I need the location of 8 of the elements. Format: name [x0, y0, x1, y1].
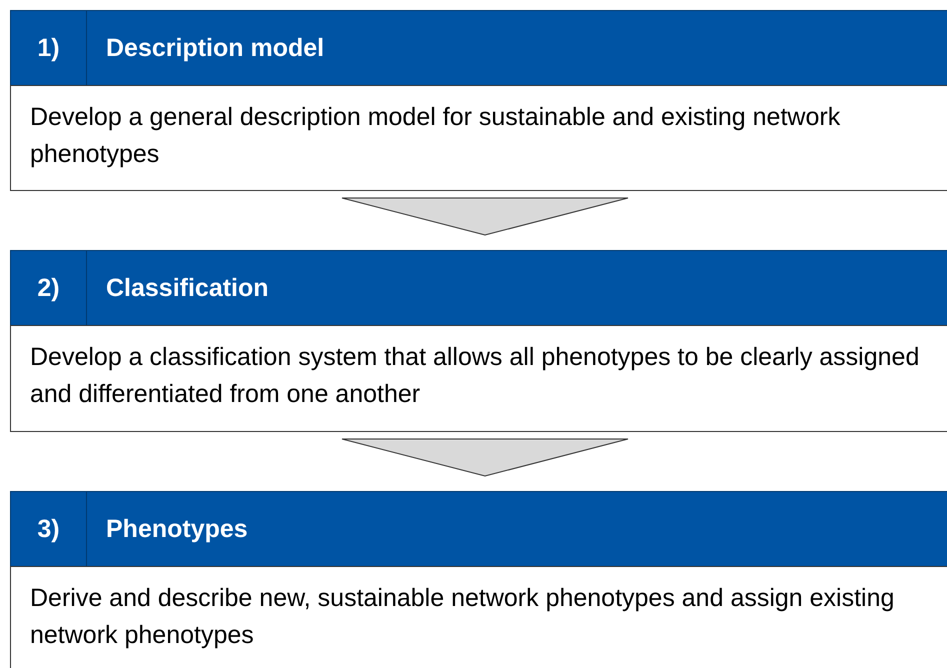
step-description: Develop a general description model for sustainable and existing network phenotypes: [30, 102, 842, 170]
step-title: Phenotypes: [106, 514, 248, 545]
step-description: Derive and describe new, sustainable network phenotypes and assign existing network phenotypes: [30, 583, 896, 651]
chevron-arrow: [342, 198, 628, 236]
step-description: Develop a classification system that allows all phenotypes to be clearly assigned and differentiated from one another: [30, 342, 920, 410]
step-title: Description model: [106, 33, 324, 64]
chevron-arrow: [342, 438, 628, 477]
step-title: Classification: [106, 273, 269, 304]
